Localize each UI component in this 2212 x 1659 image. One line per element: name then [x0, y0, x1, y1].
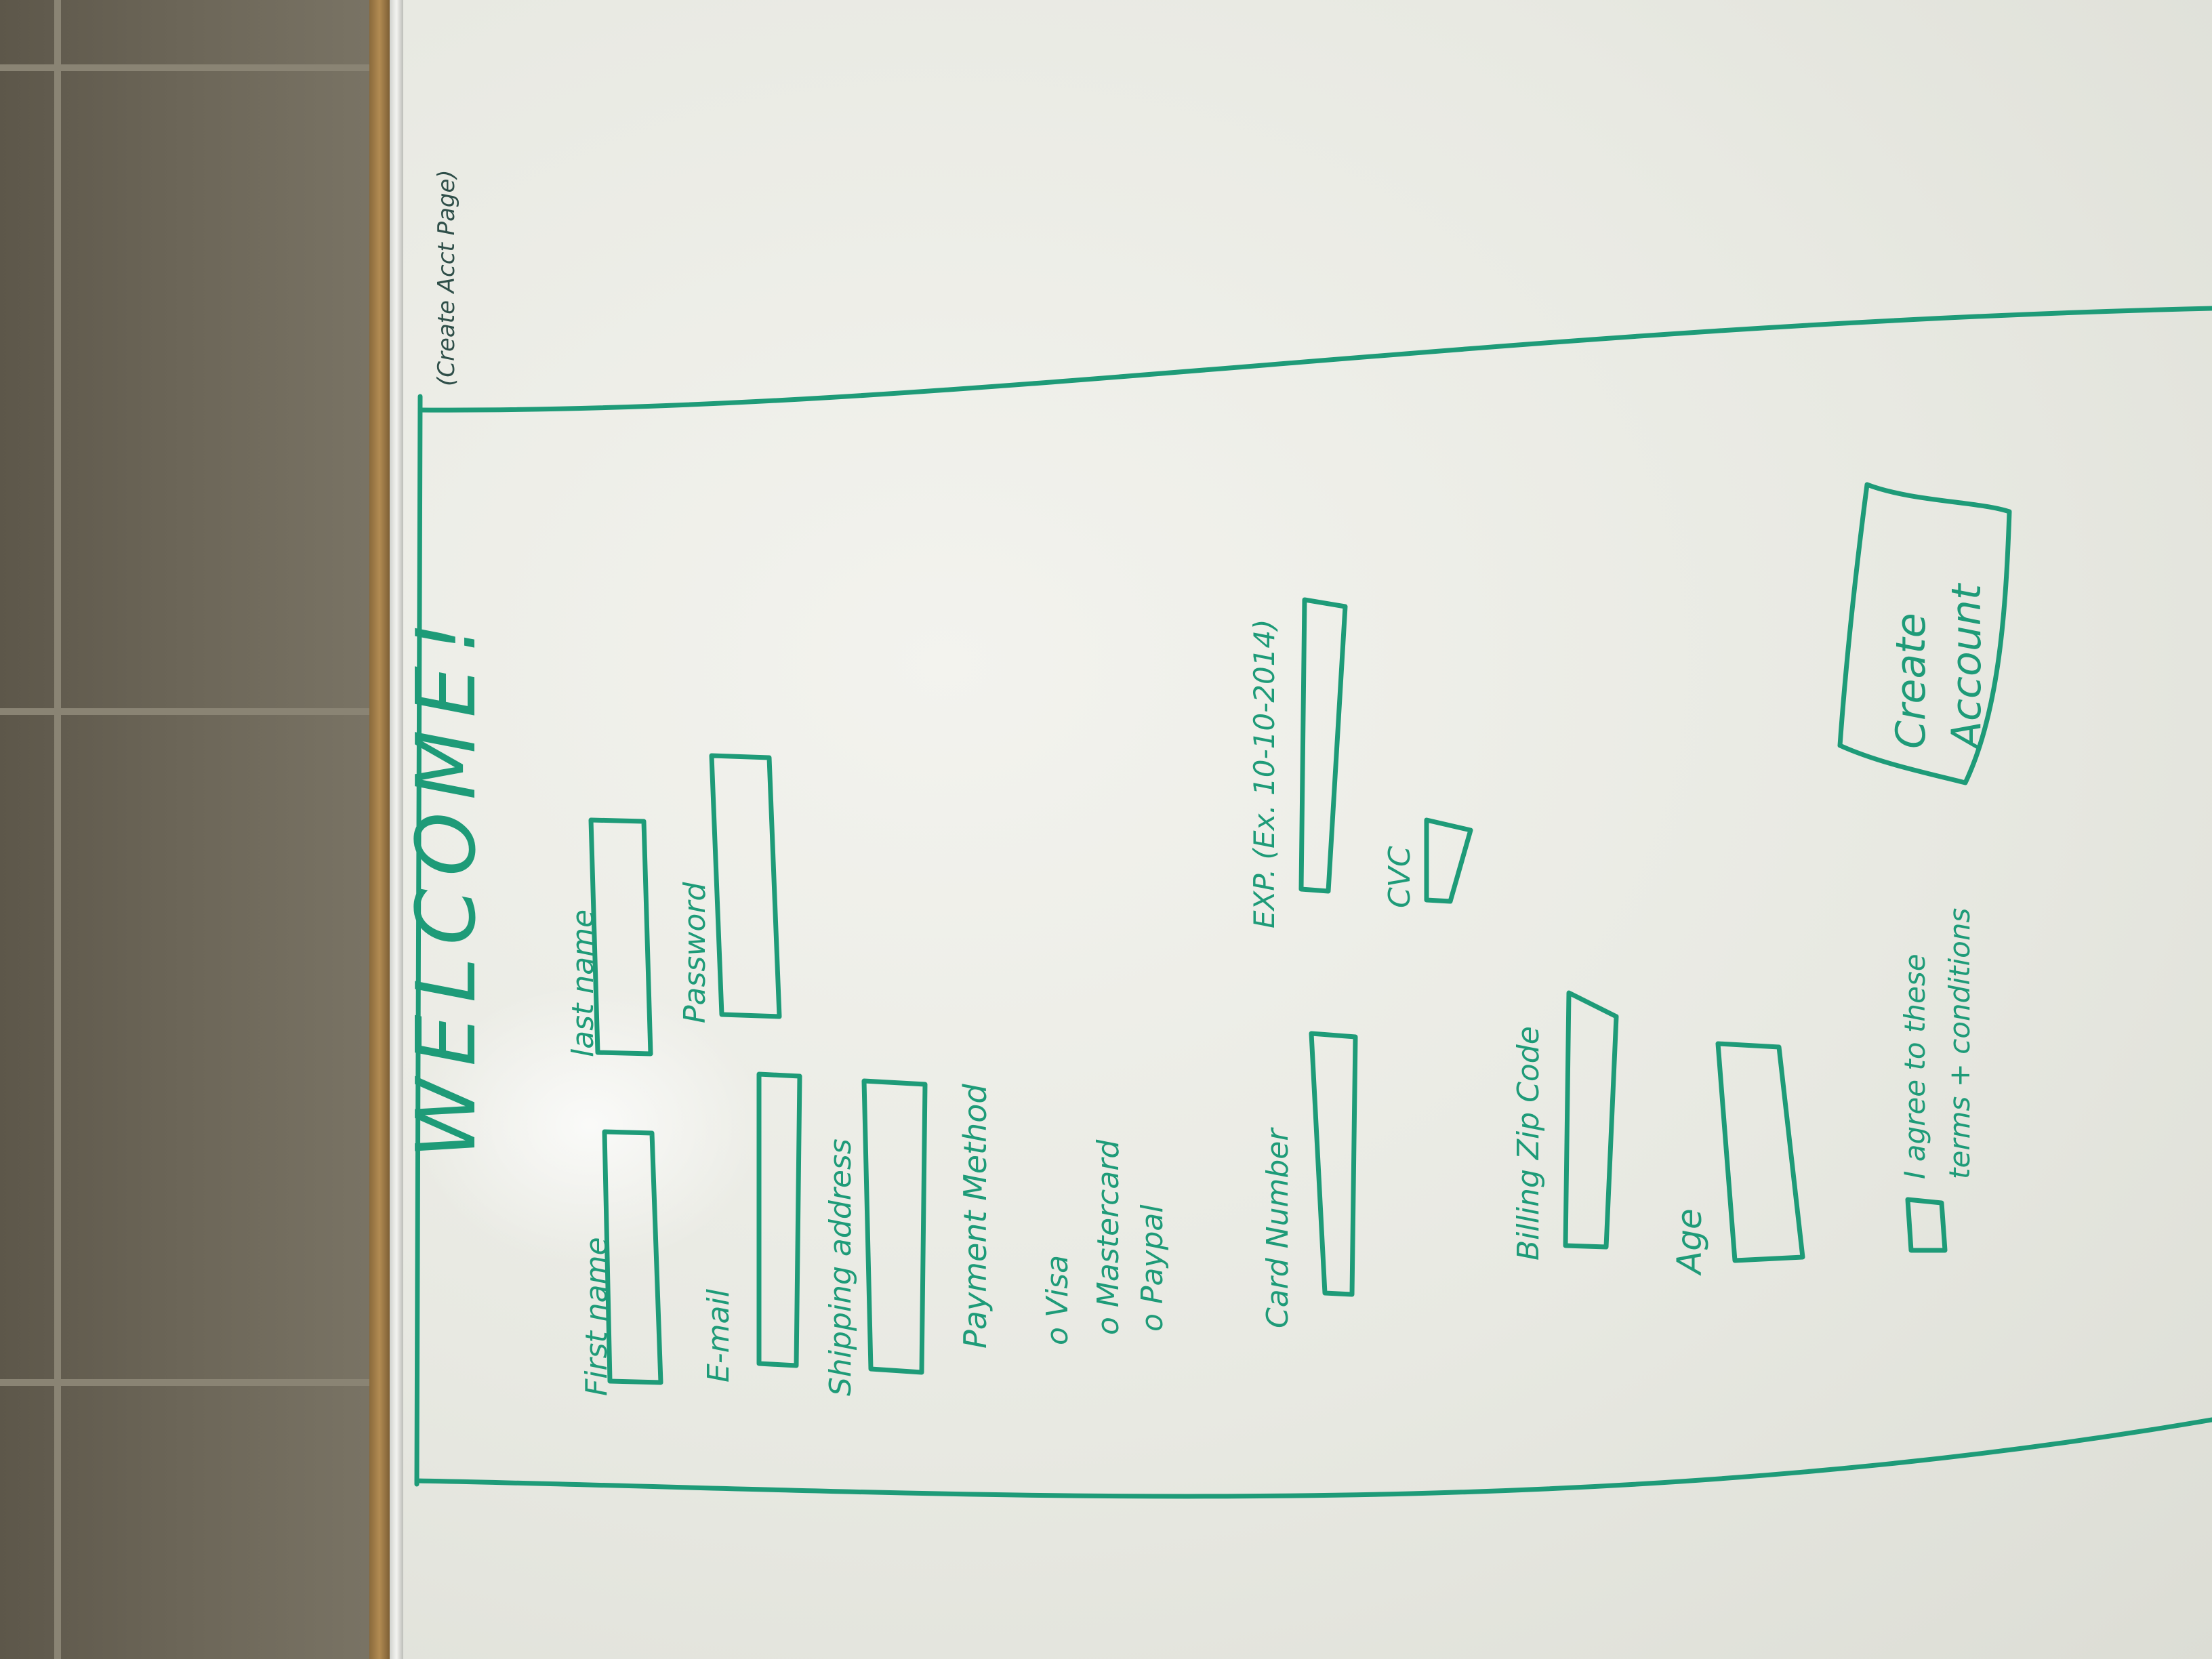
exp-label-group: EXP. (Ex. 10-10-2014): [1248, 619, 1281, 928]
create-account-line-2: Account: [1943, 582, 1990, 752]
tiled-wall: [0, 0, 380, 1659]
billing-zip-label-group: Billing Zip Code: [1511, 1026, 1546, 1261]
billing-zip-label: Billing Zip Code: [1511, 1026, 1546, 1261]
create-account-line-1: Create: [1887, 613, 1935, 749]
tile-grout: [0, 708, 380, 715]
age-label: Age: [1670, 1208, 1709, 1276]
tile-grout: [0, 64, 380, 71]
cvc-label-group: CVC: [1382, 846, 1417, 908]
cork-rail: [369, 0, 390, 1659]
exp-label: EXP. (Ex. 10-10-2014): [1248, 619, 1281, 928]
password-input[interactable]: [709, 753, 782, 1019]
payment-method-label: Payment Method: [957, 1084, 994, 1349]
frame-right-edge: [414, 1417, 2212, 1499]
password-label-group: Password: [678, 882, 712, 1023]
welcome-heading: WELCOME!: [400, 609, 494, 1159]
first-name-input[interactable]: [602, 1129, 663, 1385]
payment-option-label: o Mastercard: [1091, 1139, 1126, 1335]
payment-option-mastercard[interactable]: o Mastercard: [1091, 1139, 1126, 1335]
terms-line-1: I agree to these: [1898, 954, 1931, 1179]
shipping-address-label: Shipping address: [823, 1139, 858, 1396]
tile-grout: [0, 1379, 380, 1386]
payment-option-paypal[interactable]: o Paypal: [1135, 1204, 1170, 1332]
create-account-label-group: Create Account: [1887, 582, 1990, 752]
billing-zip-input[interactable]: [1563, 990, 1619, 1250]
card-number-label-group: Card Number: [1261, 1127, 1295, 1328]
payment-method-group: Payment Method: [957, 1084, 994, 1349]
tile-grout: [54, 0, 61, 1659]
shipping-address-label-group: Shipping address: [823, 1139, 858, 1396]
email-label-group: E-mail: [701, 1288, 736, 1382]
exp-input[interactable]: [1298, 597, 1348, 894]
page-note-text: (Create Acct Page): [433, 169, 460, 386]
last-name-input[interactable]: [588, 817, 653, 1057]
whiteboard-surface: [403, 0, 2212, 1659]
create-account-button[interactable]: [1837, 482, 2012, 785]
frame-left-edge: [417, 306, 2212, 413]
heading: WELCOME!: [400, 609, 494, 1159]
email-label: E-mail: [701, 1288, 736, 1382]
light-glare: [413, 983, 766, 1267]
email-input[interactable]: [756, 1071, 802, 1368]
cvc-input[interactable]: [1424, 817, 1473, 904]
password-label: Password: [678, 882, 712, 1023]
cvc-label: CVC: [1382, 846, 1417, 908]
card-number-label: Card Number: [1261, 1127, 1295, 1328]
payment-option-visa[interactable]: o Visa: [1040, 1255, 1075, 1345]
terms-checkbox[interactable]: [1905, 1197, 1948, 1253]
age-label-group: Age: [1670, 1208, 1709, 1276]
frame-top-edge: [414, 394, 423, 1487]
terms-text-group: I agree to these terms + conditions: [1898, 908, 1976, 1179]
terms-line-2: terms + conditions: [1943, 908, 1976, 1179]
shipping-address-input[interactable]: [861, 1078, 928, 1375]
board-frame: [390, 0, 403, 1659]
page-note: (Create Acct Page): [433, 169, 460, 386]
payment-option-label: o Paypal: [1135, 1204, 1170, 1332]
card-number-input[interactable]: [1309, 1031, 1358, 1297]
payment-option-label: o Visa: [1040, 1255, 1075, 1345]
age-input[interactable]: [1715, 1041, 1805, 1263]
